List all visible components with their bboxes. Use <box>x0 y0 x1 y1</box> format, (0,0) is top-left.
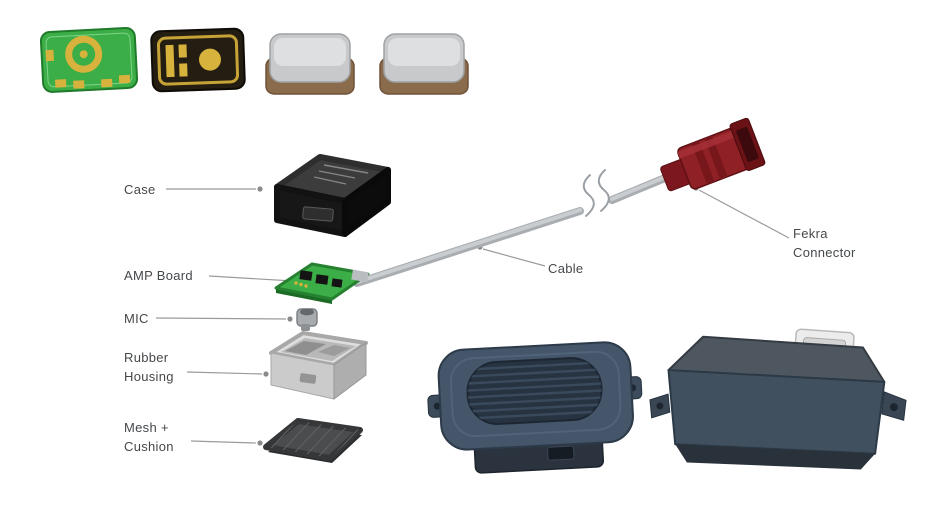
rubber-housing-graphic <box>269 331 368 400</box>
metal-can-package-icon <box>379 33 469 95</box>
mesh-cushion-graphic <box>263 418 363 463</box>
assembled-module-1-graphic <box>427 341 643 474</box>
cable-break-icon <box>582 174 595 217</box>
case-graphic <box>274 154 391 237</box>
label-mesh-cushion: Mesh + Cushion <box>124 420 174 454</box>
amp-board-graphic <box>274 262 370 304</box>
assembled-module-2-graphic <box>649 328 907 470</box>
mems-mic-pcb-bottom-icon <box>39 26 139 93</box>
label-rubber-housing: Rubber Housing <box>124 350 174 384</box>
label-mic: MIC <box>124 311 149 326</box>
cable-graphic <box>353 169 674 287</box>
case-marking <box>313 164 369 185</box>
label-amp-board: AMP Board <box>124 268 193 283</box>
fekra-connector-graphic <box>660 117 766 192</box>
label-case: Case <box>124 182 156 197</box>
mic-graphic <box>296 308 318 331</box>
mems-mic-pcb-top-icon <box>150 27 246 93</box>
label-fekra-connector: Fekra Connector <box>793 226 856 260</box>
metal-can-package-icon <box>265 33 355 95</box>
label-cable: Cable <box>548 261 584 276</box>
